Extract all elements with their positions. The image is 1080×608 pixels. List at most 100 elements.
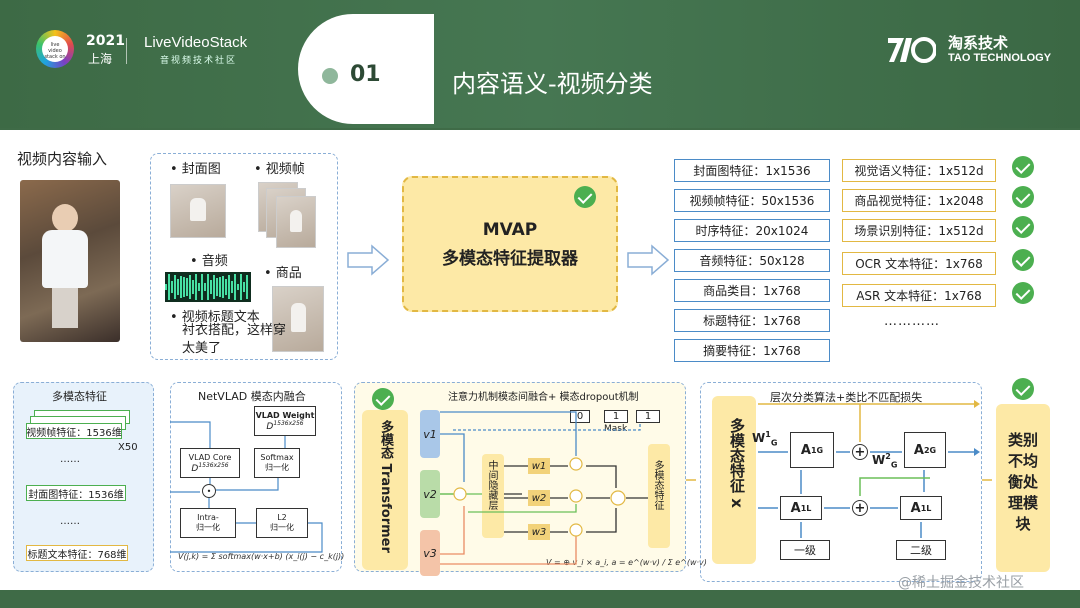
transformer-box	[354, 382, 686, 572]
hidden-layer-label: 中间隐藏层	[486, 460, 497, 510]
w1-node: w1	[528, 458, 550, 474]
netvlad-box	[170, 382, 342, 572]
imbalance-block	[996, 404, 1050, 572]
company-name-cn: 淘系技术	[948, 34, 1009, 52]
audio-label: • 音频	[190, 254, 228, 269]
caption-label: • 视频标题文本	[170, 310, 260, 325]
feature-temporal: 时序特征：20x1024	[674, 219, 830, 242]
frame-image-3	[276, 196, 316, 248]
check-icon	[1012, 186, 1034, 208]
hierarchical-title: 层次分类算法+类比不匹配损失	[770, 391, 923, 404]
netvlad-title: NetVLAD 模态内融合	[198, 390, 306, 403]
cover-feature-box: 封面图特征：1536维	[26, 485, 126, 501]
hierarchical-arrows	[758, 400, 980, 538]
header-divider	[126, 38, 127, 64]
feature-summary: 摘要特征：1x768	[674, 339, 830, 362]
hidden-layer-block	[482, 454, 504, 538]
level2-box: 二级	[896, 540, 946, 560]
mask-cell-1: 0	[570, 410, 590, 423]
feature-ocr: OCR 文本特征：1x768	[842, 252, 996, 275]
cover-label: • 封面图	[170, 162, 221, 177]
output-feature-block	[648, 444, 670, 548]
wg2-label: W2G	[872, 452, 898, 470]
feature-cover: 封面图特征：1x1536	[674, 159, 830, 182]
hierarchical-box	[700, 382, 982, 582]
event-year: 2021	[86, 33, 125, 49]
input-title: 视频内容输入	[17, 150, 108, 168]
transformer-title: 注意力机制模态间融合+ 模态dropout机制	[448, 392, 639, 403]
feature-frames: 视频帧特征：50x1536	[674, 189, 830, 212]
brand-subtitle: 音视频技术社区	[160, 56, 238, 66]
event-city: 上海	[88, 52, 113, 66]
feature-visual-semantic: 视觉语义特征：1x512d	[842, 159, 996, 182]
netvlad-arrows	[170, 421, 323, 553]
transformer-block	[362, 410, 408, 570]
caption-line-1: 衬衣搭配，这样穿	[182, 323, 287, 338]
cover-image	[170, 184, 226, 238]
check-icon	[1012, 378, 1034, 400]
multimodal-title: 多模态特征	[52, 390, 107, 403]
bottom-flow-arrows	[686, 479, 992, 481]
product-label: • 商品	[264, 266, 302, 281]
wg1-label: W1G	[752, 430, 778, 448]
imbalance-label: 类别不均衡处理模块	[1007, 431, 1038, 533]
transformer-label: 多模态 Transformer	[378, 420, 393, 553]
check-icon	[372, 388, 394, 410]
caption-line-2: 太美了	[182, 341, 222, 356]
event-logo-icon: live video stack on	[36, 30, 74, 68]
brand-logo: LiveVideoStack	[144, 34, 248, 51]
check-icon	[1012, 249, 1034, 271]
vlad-weight-box: VLAD Weight D1536x256	[254, 406, 316, 436]
v1-node: v1	[420, 410, 440, 458]
check-icon	[1012, 282, 1034, 304]
section-tab	[298, 14, 434, 124]
mask-label: Mask	[604, 424, 628, 434]
input-x-label: 多模态特征 x	[728, 418, 746, 508]
watermark: @稀土掘金技术社区	[898, 575, 1024, 591]
w2-node: w2	[528, 490, 550, 506]
feature-asr: ASR 文本特征：1x768	[842, 284, 996, 307]
frames-label: • 视频帧	[254, 162, 305, 177]
w3-node: w3	[528, 524, 550, 540]
transformer-arrows	[440, 411, 648, 565]
header-bar: live video stack on 2021 上海 LiveVideoSta…	[0, 0, 1080, 128]
arrow-right-icon	[627, 244, 670, 276]
check-icon	[1012, 156, 1034, 178]
v3-node: v3	[420, 530, 440, 576]
audio-waveform-icon	[165, 272, 251, 302]
softmax-box: Softmax 归一化	[254, 448, 300, 478]
multiply-node: •	[202, 484, 216, 498]
feature-category: 商品类目：1x768	[674, 279, 830, 302]
mask-cell-3: 1	[636, 410, 660, 423]
company-name-en: TAO TECHNOLOGY	[948, 52, 1052, 64]
page-title: 内容语义-视频分类	[452, 70, 653, 98]
input-modalities-box	[150, 153, 338, 360]
video-thumbnail	[20, 180, 120, 342]
feature-product-visual: 商品视觉特征：1x2048	[842, 189, 996, 212]
feature-title: 标题特征：1x768	[674, 309, 830, 332]
section-dot-icon	[322, 68, 338, 84]
feature-audio: 音频特征：50x128	[674, 249, 830, 272]
plus-node-1: +	[852, 444, 868, 460]
intra-norm-box: Intra- 归一化	[180, 508, 236, 538]
features-ellipsis: …………	[884, 314, 940, 329]
plus-node-2: +	[852, 500, 868, 516]
netvlad-formula: V(j,k) = Σ softmax(w·x+b) (x_i(j) − c_k(…	[178, 552, 345, 561]
transformer-formula: V = ⊕ v_i × a_i, a = e^(w·v) / Σ e^(w·v)	[546, 558, 707, 567]
check-icon	[574, 186, 596, 208]
x50-label: X50	[118, 442, 138, 453]
v2-node: v2	[420, 470, 440, 518]
tao-logo-icon	[888, 37, 936, 63]
arrow-right-icon	[347, 244, 390, 276]
output-feature-label: 多模态特征	[652, 460, 663, 510]
feature-scene: 场景识别特征：1x512d	[842, 219, 996, 242]
vlad-core-box: VLAD Core D1536x256	[180, 448, 240, 478]
section-number: 01	[350, 62, 381, 87]
mask-cell-2: 1	[604, 410, 628, 423]
check-icon	[1012, 216, 1034, 238]
input-x-block	[712, 396, 756, 564]
